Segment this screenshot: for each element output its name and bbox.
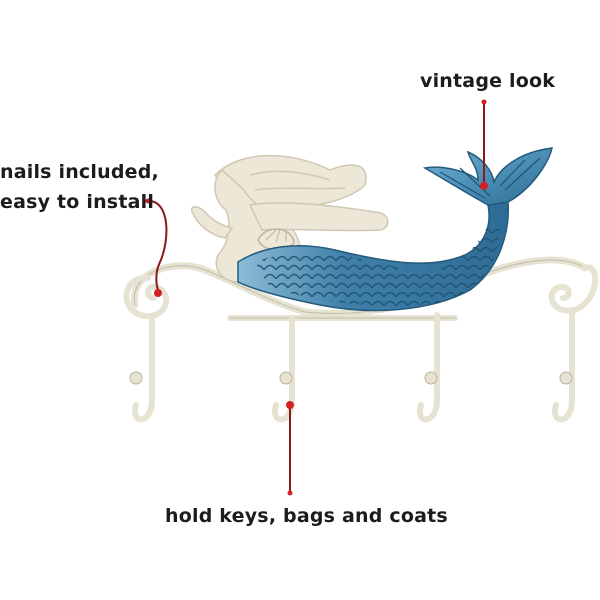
callout-label-hold: hold keys, bags and coats [165, 505, 448, 527]
seashell [257, 228, 295, 251]
hook-2 [271, 315, 295, 423]
mermaid-figure [190, 147, 553, 312]
hook-rail [130, 256, 589, 321]
hooks [131, 307, 575, 423]
callout-dot-hook [286, 401, 294, 409]
callout-dot-tail [480, 182, 488, 190]
callout-hold [286, 401, 294, 496]
mermaid-arm [248, 202, 389, 232]
callout-label-vintage: vintage look [420, 70, 556, 92]
left-spiral-scroll [123, 274, 170, 320]
callout-dot-spiral [154, 289, 162, 297]
hook-1-knob [129, 371, 143, 385]
right-spiral-scroll [548, 264, 599, 314]
callout-label-nails-line2: easy to install [0, 191, 155, 213]
mermaid-hand [190, 206, 234, 239]
callout-nails [145, 198, 168, 297]
callout-vintage [480, 99, 488, 190]
callout-dot-bottom [287, 490, 293, 496]
hook-3-knob [424, 371, 438, 385]
callout-dot-top [481, 99, 487, 105]
callout-label-nails-line1: nails included, [0, 161, 159, 183]
callout-label-nails: nails included, easy to install [0, 157, 159, 217]
hook-4-knob [559, 371, 573, 385]
hook-3 [416, 312, 440, 423]
hook-4 [551, 307, 575, 423]
mermaid-tail-fin [422, 147, 553, 206]
callout-dot-text [145, 198, 151, 204]
hook-1 [131, 315, 155, 423]
hook-2-knob [279, 371, 293, 385]
